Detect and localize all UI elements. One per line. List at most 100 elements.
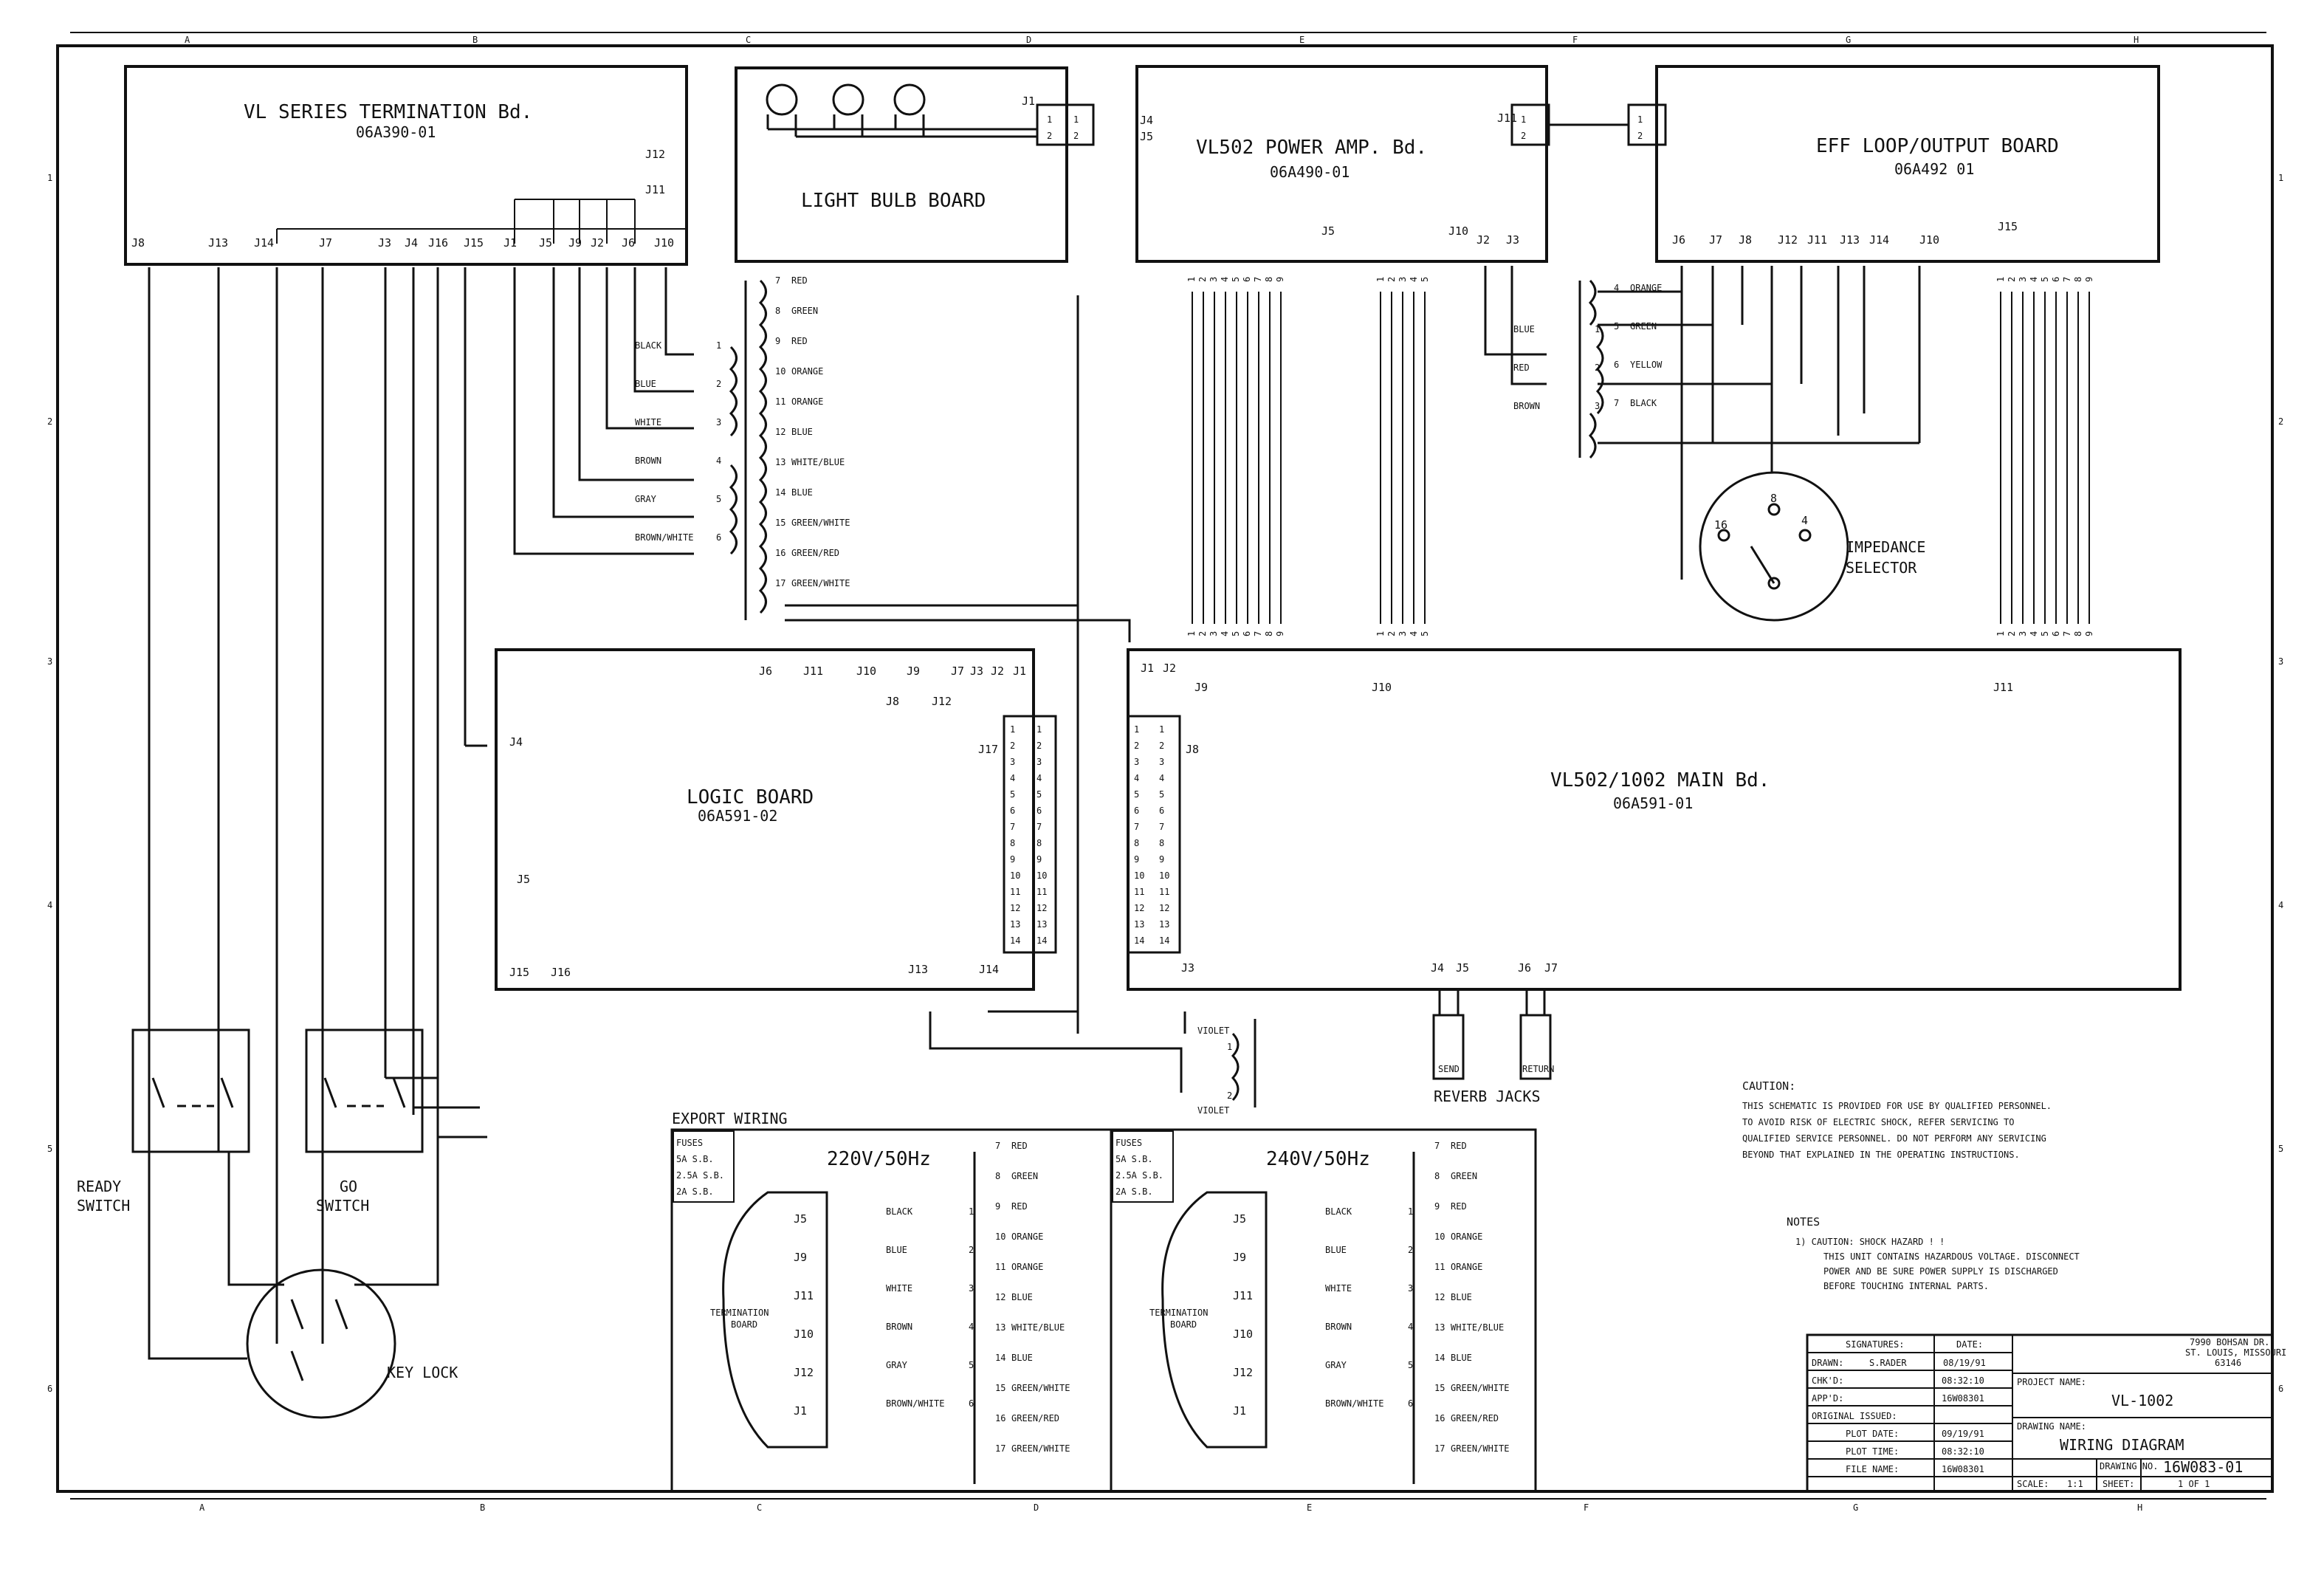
main-bottom-j6: J6 (1518, 961, 1531, 975)
logic-j17-pin-5: 5 (1010, 789, 1015, 800)
logic-j17-pin-b-13: 13 (1036, 919, 1047, 930)
grid-row-left-4: 4 (47, 900, 52, 910)
export-panel-0-rw-color-5: BLUE (1011, 1292, 1033, 1302)
xfmr-right-color-2: YELLOW (1630, 360, 1663, 370)
export-panel-1-fuse-3: 2A S.B. (1115, 1186, 1153, 1197)
export-wiring-frame (670, 1128, 1537, 1493)
main-board-box (1127, 648, 2182, 991)
logic-top-j6: J6 (759, 664, 772, 678)
eff-loop-j10: J10 (1919, 233, 1939, 247)
xfmr-center-color-8: GREEN/WHITE (791, 518, 850, 528)
main-j8-pin-b-4: 4 (1159, 773, 1164, 783)
reverb-return-label: RETURN (1522, 1064, 1554, 1074)
xfmr-mid-num-0: 1 (1595, 324, 1600, 334)
logic-j17-pin-b-6: 6 (1036, 806, 1042, 816)
eff-loop-plug-pin-1: 1 (1637, 114, 1643, 125)
power-amp-board-box (1135, 65, 1548, 263)
export-panel-0-lw-color-1: BLUE (886, 1245, 907, 1255)
termination-j1: J1 (503, 236, 517, 250)
violet-pin-1: 1 (1227, 1042, 1232, 1052)
xfmr-left-num-5: 6 (716, 532, 721, 543)
caution-line-1: TO AVOID RISK OF ELECTRIC SHOCK, REFER S… (1742, 1117, 2014, 1127)
light-bulb-board-title: LIGHT BULB BOARD (801, 190, 986, 212)
main-j8-pin-b-10: 10 (1159, 870, 1169, 881)
xfmr-center-num-0: 7 (775, 275, 780, 286)
export-panel-0-lw-num-5: 6 (969, 1398, 974, 1409)
xfmr-left-color-2: WHITE (635, 417, 661, 427)
title-block-project-label: PROJECT NAME: (2017, 1377, 2086, 1387)
termination-j3: J3 (378, 236, 391, 250)
logic-j17-pin-b-14: 14 (1036, 935, 1047, 946)
export-panel-0-rw-num-4: 11 (995, 1262, 1005, 1272)
light-bulb-j1-pin-1: 1 (1047, 114, 1052, 125)
termination-j14: J14 (254, 236, 274, 250)
xfmr-left-color-4: GRAY (635, 494, 657, 504)
export-panel-1-rw-num-2: 9 (1434, 1201, 1440, 1212)
main-j9-pin-3: 3 (1209, 631, 1219, 636)
export-panel-1-rw-color-1: GREEN (1451, 1171, 1477, 1181)
grid-row-left-6: 6 (47, 1384, 52, 1394)
main-j11-pin-6: 6 (2051, 631, 2061, 636)
main-j11-pin-7: 7 (2062, 631, 2072, 636)
main-j9-pin-7: 7 (1253, 631, 1263, 636)
power-amp-j11: J11 (1497, 111, 1517, 125)
termination-side-j11: J11 (645, 183, 665, 196)
main-j8-pin-9: 9 (1134, 854, 1139, 865)
logic-j17-ribbon (1003, 715, 1057, 954)
main-board-part: 06A591-01 (1613, 794, 1693, 812)
export-panel-0-rw-color-0: RED (1011, 1141, 1028, 1151)
xfmr-center-num-6: 13 (775, 457, 785, 467)
power-amp-j5-pin-8: 8 (1264, 277, 1274, 282)
logic-bottom-j13: J13 (908, 963, 928, 976)
logic-top-j7: J7 (951, 664, 964, 678)
main-j11-pin-2: 2 (2007, 631, 2017, 636)
termination-j13: J13 (208, 236, 228, 250)
logic-ribbon-j17: J17 (978, 743, 998, 756)
export-panel-0-rw-num-2: 9 (995, 1201, 1000, 1212)
export-panel-0-rw-num-3: 10 (995, 1232, 1005, 1242)
eff-loop-j12: J12 (1778, 233, 1798, 247)
eff-loop-j15-pin-9: 9 (2084, 277, 2094, 282)
logic-j17-pin-3: 3 (1010, 757, 1015, 767)
grid-col-top-G: G (1846, 35, 1851, 45)
export-panel-1-rw-num-3: 10 (1434, 1232, 1445, 1242)
logic-j17-pin-b-11: 11 (1036, 887, 1047, 897)
export-panel-0-rw-color-3: ORANGE (1011, 1232, 1043, 1242)
export-panel-1-rw-num-0: 7 (1434, 1141, 1440, 1151)
logic-j17-pin-4: 4 (1010, 773, 1015, 783)
grid-row-right-3: 3 (2278, 656, 2283, 667)
key-lock-label: KEY LOCK (387, 1364, 458, 1381)
reverb-jacks-label: REVERB JACKS (1434, 1088, 1541, 1105)
main-j9-pin-4: 4 (1220, 631, 1230, 636)
termination-j7: J7 (319, 236, 332, 250)
eff-loop-j15: J15 (1998, 220, 2018, 233)
logic-j17-pin-b-3: 3 (1036, 757, 1042, 767)
ready-switch-box (131, 1028, 250, 1153)
main-j11-pin-4: 4 (2029, 631, 2039, 636)
main-board-title: VL502/1002 MAIN Bd. (1550, 769, 1770, 791)
termination-board-part: 06A390-01 (356, 123, 436, 141)
power-amp-j5-pin-5: 5 (1231, 277, 1241, 282)
main-j8-pin-b-14: 14 (1159, 935, 1169, 946)
xfmr-right-num-1: 5 (1614, 321, 1619, 332)
export-panel-1-fuse-2: 2.5A S.B. (1115, 1170, 1163, 1181)
export-panel-0-lw-color-4: GRAY (886, 1360, 908, 1370)
main-top-j1: J1 (1141, 662, 1154, 675)
xfmr-mid-color-1: RED (1513, 363, 1530, 373)
export-panel-1-rw-color-8: GREEN/WHITE (1451, 1383, 1509, 1393)
export-panel-0-input-j9: J9 (794, 1251, 807, 1264)
eff-loop-board-title: EFF LOOP/OUTPUT BOARD (1816, 135, 2059, 157)
main-j11-pin-9: 9 (2084, 631, 2094, 636)
xfmr-mid-color-0: BLUE (1513, 324, 1535, 334)
termination-j5: J5 (539, 236, 552, 250)
title-block-scale-label: SCALE: (2017, 1479, 2049, 1489)
xfmr-center-num-9: 16 (775, 548, 785, 558)
grid-col-bottom-H: H (2137, 1502, 2142, 1513)
go-switch-label-1: GO (340, 1178, 357, 1195)
ready-switch-label-1: READY (77, 1178, 121, 1195)
eff-loop-j13: J13 (1840, 233, 1860, 247)
eff-loop-j15-pin-5: 5 (2040, 277, 2050, 282)
export-panel-0-rw-num-5: 12 (995, 1292, 1005, 1302)
logic-j17-pin-b-10: 10 (1036, 870, 1047, 881)
main-j8-pin-7: 7 (1134, 822, 1139, 832)
